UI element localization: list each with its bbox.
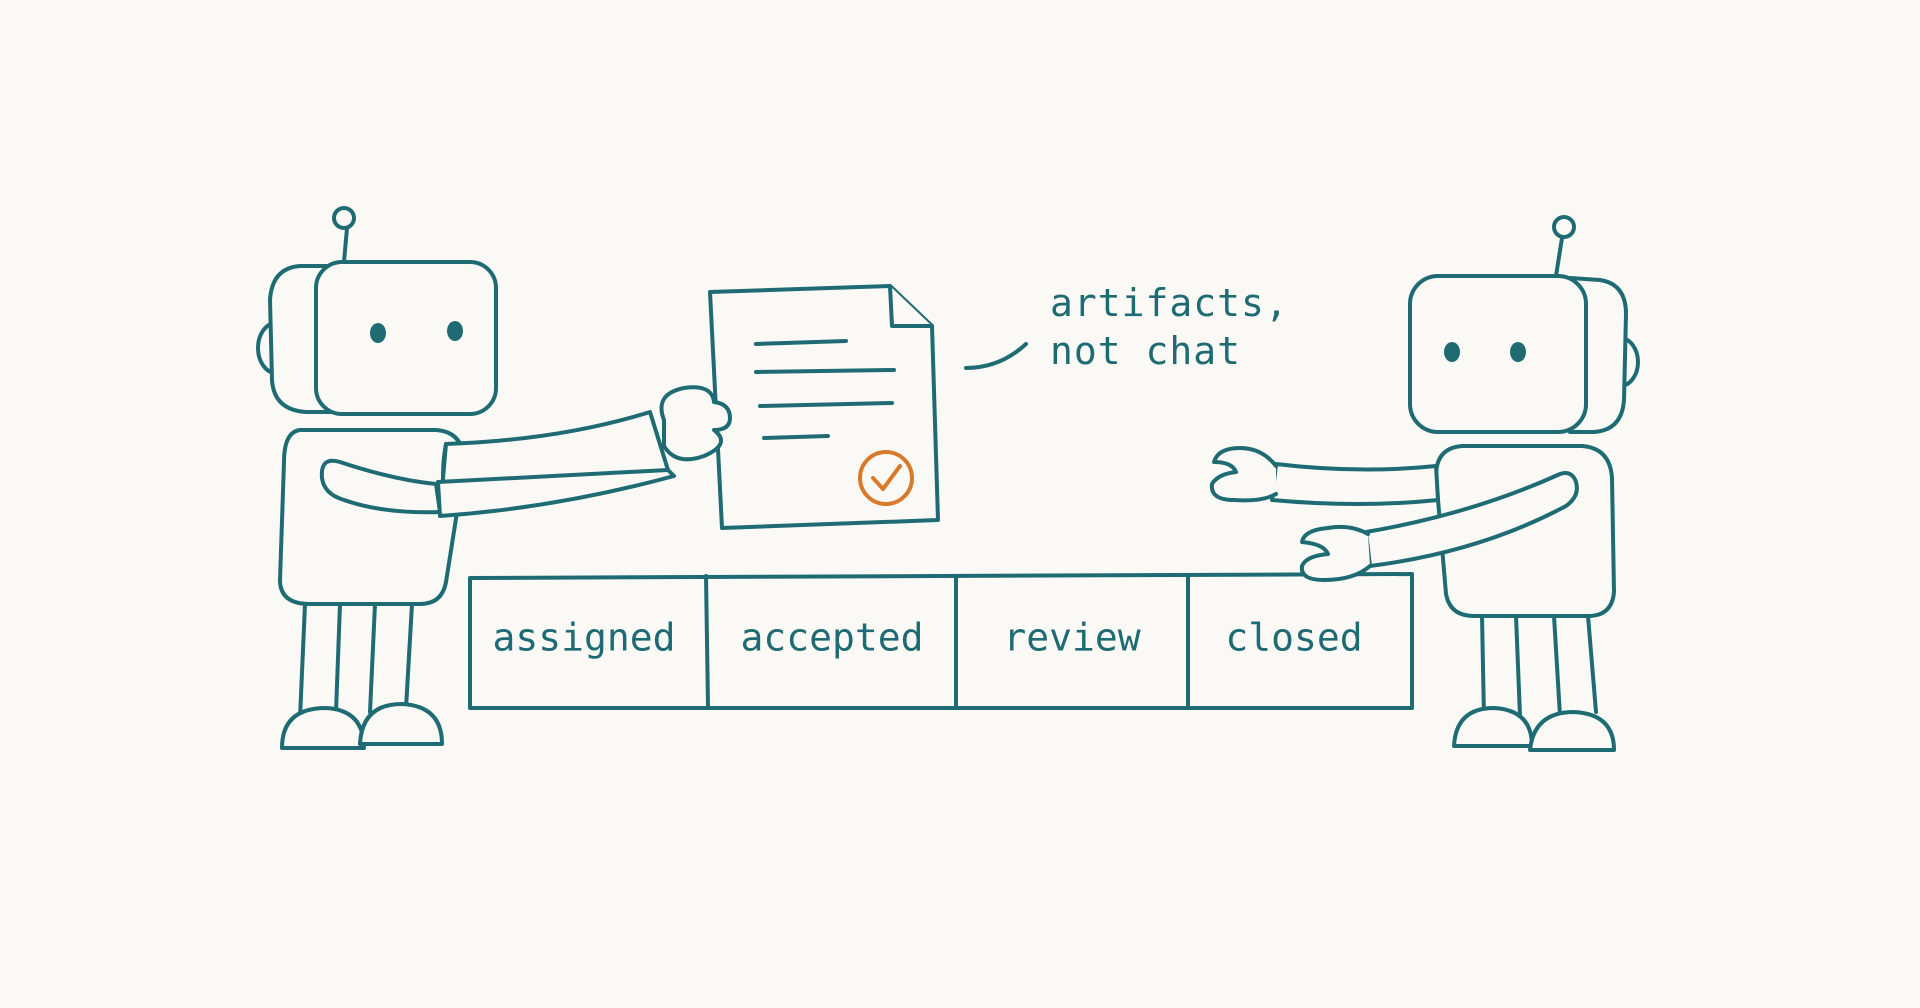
left-robot-foot [358, 702, 444, 746]
left-robot [256, 206, 676, 750]
right-robot-leg [1514, 614, 1522, 718]
document-page [708, 284, 940, 530]
right-robot-arm-lower [1364, 471, 1579, 568]
left-robot-body [278, 428, 467, 606]
stage-accepted: accepted [740, 616, 923, 660]
right-robot-antenna-tip [1552, 215, 1576, 239]
annotation-line-2: not chat [1050, 329, 1241, 373]
right-robot-leg [1480, 614, 1486, 720]
right-robot-eye [1510, 342, 1526, 362]
right-robot-leg [1586, 614, 1598, 714]
document-line [758, 401, 894, 408]
left-robot-hand [659, 385, 732, 462]
check-circle-icon [858, 450, 914, 506]
document-line [754, 368, 896, 374]
stage-assigned: assigned [492, 616, 675, 660]
document-fold [888, 284, 934, 328]
left-robot-antenna-tip [332, 206, 356, 230]
right-robot-arm-upper [1270, 462, 1440, 506]
document-icon [708, 284, 940, 530]
left-robot-foot [280, 706, 366, 750]
right-robot-leg [1552, 614, 1562, 718]
left-robot-arm-near [319, 458, 442, 515]
stage-review: review [1003, 616, 1140, 660]
right-robot-eye [1444, 342, 1460, 362]
left-robot-leg [298, 602, 307, 720]
stage-closed: closed [1225, 616, 1362, 660]
right-robot-antenna [1554, 236, 1564, 278]
left-robot-antenna [342, 226, 349, 264]
left-robot-leg [334, 602, 342, 714]
document-line [762, 434, 830, 440]
right-robot-claw-upper [1209, 446, 1278, 503]
status-divider [704, 574, 710, 708]
left-robot-forearm [436, 468, 676, 518]
right-robot-foot [1452, 706, 1534, 748]
annotation-line-1: artifacts, [1050, 281, 1289, 325]
left-robot-leg [404, 602, 414, 710]
right-robot-head [1408, 274, 1588, 434]
annotation-pointer [964, 342, 1028, 370]
right-robot-foot [1528, 710, 1616, 752]
left-robot-leg [368, 602, 377, 714]
right-robot-claw-lower [1299, 524, 1372, 582]
left-robot-eye [370, 323, 386, 343]
right-robot [1209, 215, 1640, 752]
left-robot-eye [447, 321, 463, 341]
status-track: assigned accepted review closed [468, 572, 1414, 710]
left-robot-head [314, 260, 498, 416]
document-line [754, 339, 848, 346]
